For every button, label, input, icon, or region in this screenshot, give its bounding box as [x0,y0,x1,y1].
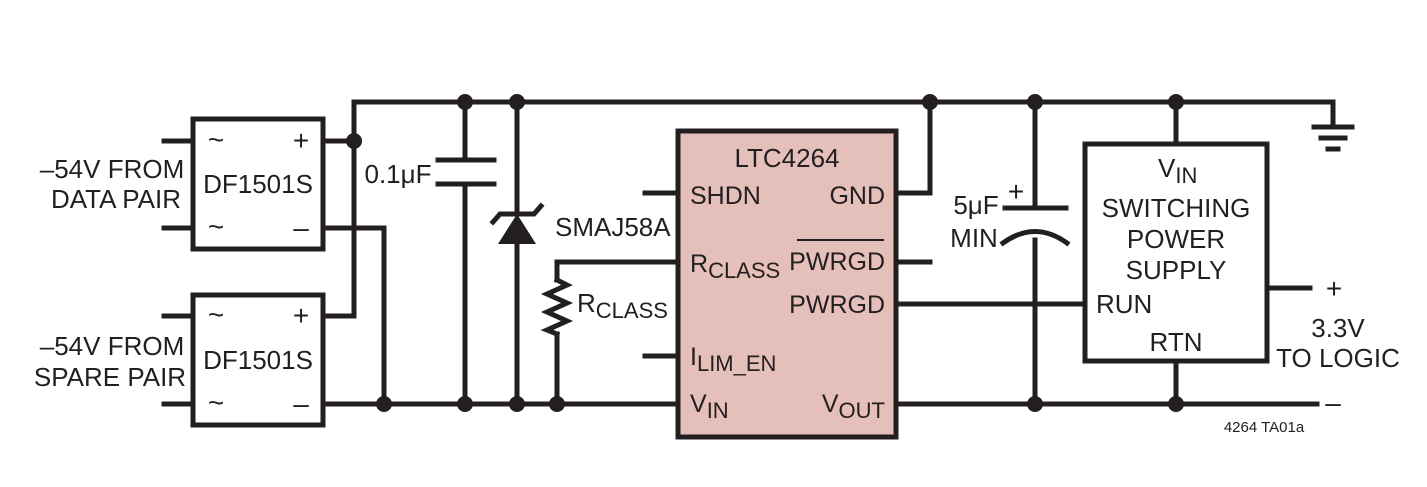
capacitor-5uf-value: 5μF [953,190,998,220]
psu-vin: VIN [1158,153,1197,188]
ic-pin-vin: VIN [690,390,729,423]
output-line2: TO LOGIC [1276,343,1400,373]
bridge-bottom-ac2: ~ [208,387,224,418]
input-spare-line1: –54V FROM [40,331,185,361]
resistor-rclass-main: R [577,288,596,318]
input-data-line1: –54V FROM [40,154,185,184]
ic-pin-ilim-main: I [690,343,697,371]
wires [161,99,1336,407]
input-spare-line2: SPARE PAIR [34,362,186,392]
bridge-top-ac2: ~ [208,211,224,242]
junction-dots [346,94,1184,412]
capacitor-5uf-plus: + [1008,176,1024,207]
ic-pin-vout-sub: OUT [839,398,885,423]
ic-pin-shdn: SHDN [690,182,761,210]
ic-pin-vout-main: V [822,390,839,418]
ic-pin-rclass: RCLASS [690,250,780,283]
bridge-top-minus: – [293,212,309,243]
tvs-diode-label: SMAJ58A [555,212,671,242]
switching-power-supply: VIN SWITCHING POWER SUPPLY RUN RTN [1082,141,1270,364]
psu-vin-main: V [1158,153,1176,183]
ic-pin-rclass-sub: CLASS [708,258,780,283]
bridge-bottom-ac1: ~ [208,299,224,330]
input-data-line2: DATA PAIR [51,184,181,214]
output-line1: 3.3V [1311,313,1365,343]
ic-pin-vin-sub: IN [707,398,729,423]
bridge-top-ac1: ~ [208,124,224,155]
psu-line3: SUPPLY [1126,255,1227,285]
capacitor-0-1uf-label: 0.1μF [364,159,431,189]
bridge-rectifier-top: ~ + DF1501S ~ – [190,116,326,252]
bridge-bottom-minus: – [293,388,309,419]
figure-id: 4264 TA01a [1224,419,1305,436]
capacitor-0-1uf: 0.1μF [364,157,497,189]
ic-name: LTC4264 [734,143,839,173]
capacitor-5uf: + 5μF MIN [950,176,1071,253]
ic-pin-pwrgd: PWRGD [789,291,885,319]
psu-line1: SWITCHING [1102,193,1251,223]
ic-pin-vin-main: V [690,390,707,418]
output-minus: – [1325,387,1341,418]
tvs-diode-icon: SMAJ58A [489,202,671,244]
bridge-rectifier-bottom: ~ + DF1501S ~ – [190,292,326,428]
ic-ltc4264: LTC4264 SHDN RCLASS ILIM_EN VIN GND PWRG… [675,128,899,440]
input-spare-pair-label: –54V FROM SPARE PAIR [34,331,186,392]
input-data-pair-label: –54V FROM DATA PAIR [40,154,185,214]
capacitor-5uf-min: MIN [950,223,998,253]
ic-pin-rclass-main: R [690,250,708,278]
output-plus: + [1326,273,1342,304]
bridge-bottom-plus: + [293,300,309,331]
ic-pin-vout: VOUT [822,390,885,423]
bridge-bottom-name: DF1501S [203,345,313,375]
resistor-rclass-label: RCLASS [577,288,668,323]
ic-pin-gnd: GND [829,182,885,210]
resistor-rclass: RCLASS [540,276,668,338]
ground-icon [1311,124,1355,152]
psu-rtn: RTN [1150,327,1203,357]
bridge-top-plus: + [293,125,309,156]
ic-pin-ilim-sub: LIM_EN [697,351,776,376]
ic-pin-ilim: ILIM_EN [690,343,776,376]
resistor-rclass-sub: CLASS [596,298,668,323]
ic-pin-pwrgd-bar: PWRGD [789,248,885,276]
psu-run: RUN [1096,289,1152,319]
output-label: + 3.3V TO LOGIC – [1276,273,1400,418]
bridge-top-name: DF1501S [203,169,313,199]
psu-vin-sub: IN [1175,163,1197,188]
psu-line2: POWER [1127,224,1225,254]
